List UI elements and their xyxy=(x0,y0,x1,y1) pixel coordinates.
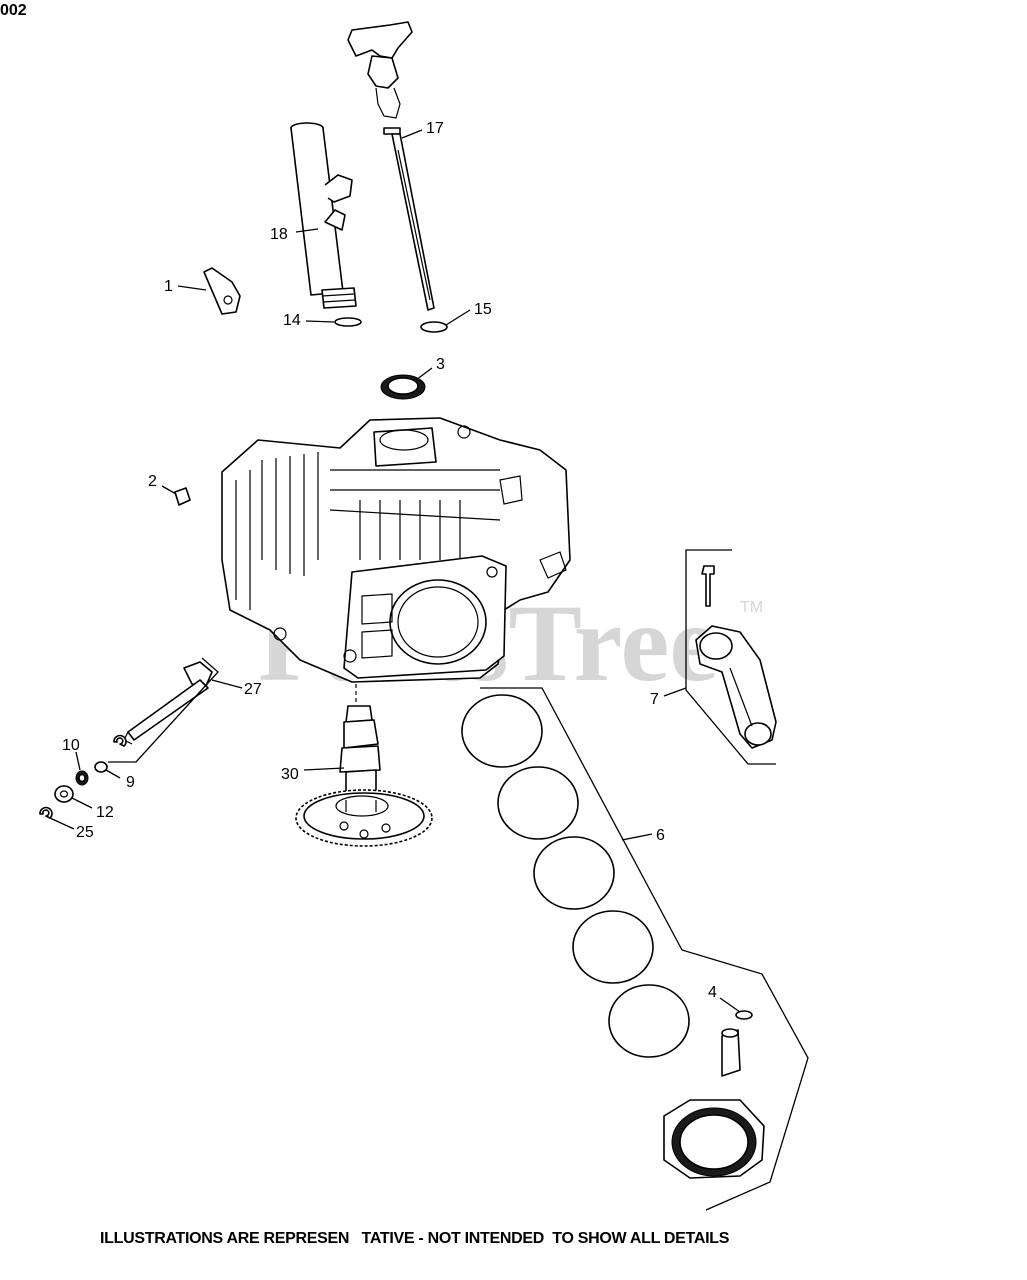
connecting-rod-part-7[interactable] xyxy=(695,565,777,749)
callout-12[interactable]: 12 xyxy=(96,804,114,821)
footer-note: ILLUSTRATIONS ARE REPRESEN TATIVE - NOT … xyxy=(100,1230,730,1247)
bracket-leader-7 xyxy=(685,549,776,765)
leader-lines xyxy=(49,129,741,1013)
o-ring-part-15[interactable] xyxy=(420,321,448,333)
plug-part-2[interactable] xyxy=(174,487,191,506)
callout-4[interactable]: 4 xyxy=(708,984,717,1001)
bracket-leader-6 xyxy=(480,687,809,1211)
bracket-part-1[interactable] xyxy=(203,267,241,315)
callout-9[interactable]: 9 xyxy=(126,774,135,791)
watermark-trademark: TM xyxy=(740,599,763,616)
o-ring-part-14[interactable] xyxy=(334,317,362,327)
washer-part-12[interactable] xyxy=(54,785,74,803)
callout-27[interactable]: 27 xyxy=(244,681,262,698)
camshaft-part-30[interactable] xyxy=(295,705,433,847)
callout-18[interactable]: 18 xyxy=(270,226,288,243)
callout-7[interactable]: 7 xyxy=(650,691,659,708)
governor-shaft-part-27[interactable] xyxy=(123,661,213,745)
oil-seal-part-3[interactable] xyxy=(380,374,426,400)
dipstick-part-17[interactable] xyxy=(347,21,435,311)
callout-17[interactable]: 17 xyxy=(426,120,444,137)
crankcase-assembly xyxy=(221,417,571,683)
washer-part-10[interactable] xyxy=(75,770,89,786)
callout-6[interactable]: 6 xyxy=(656,827,665,844)
callout-3[interactable]: 3 xyxy=(436,356,445,373)
callout-14[interactable]: 14 xyxy=(283,312,301,329)
clip-part-25[interactable] xyxy=(39,806,53,819)
callout-30[interactable]: 30 xyxy=(281,766,299,783)
diagram-id-fragment: 002 xyxy=(0,2,27,19)
bracket-leader-27 xyxy=(108,657,219,763)
callout-2[interactable]: 2 xyxy=(148,473,157,490)
dipstick-tube-part-18[interactable] xyxy=(290,122,357,309)
piston-ring-part-6[interactable] xyxy=(461,694,690,1058)
ring-part-9[interactable] xyxy=(94,761,108,773)
callout-25[interactable]: 25 xyxy=(76,824,94,841)
piston[interactable] xyxy=(663,1099,765,1179)
callout-15[interactable]: 15 xyxy=(474,301,492,318)
callout-10[interactable]: 10 xyxy=(62,737,80,754)
clip-part-e[interactable] xyxy=(113,734,127,747)
clip-part-4[interactable] xyxy=(735,1010,753,1020)
piston-pin[interactable] xyxy=(721,1028,741,1077)
callout-1[interactable]: 1 xyxy=(164,278,173,295)
